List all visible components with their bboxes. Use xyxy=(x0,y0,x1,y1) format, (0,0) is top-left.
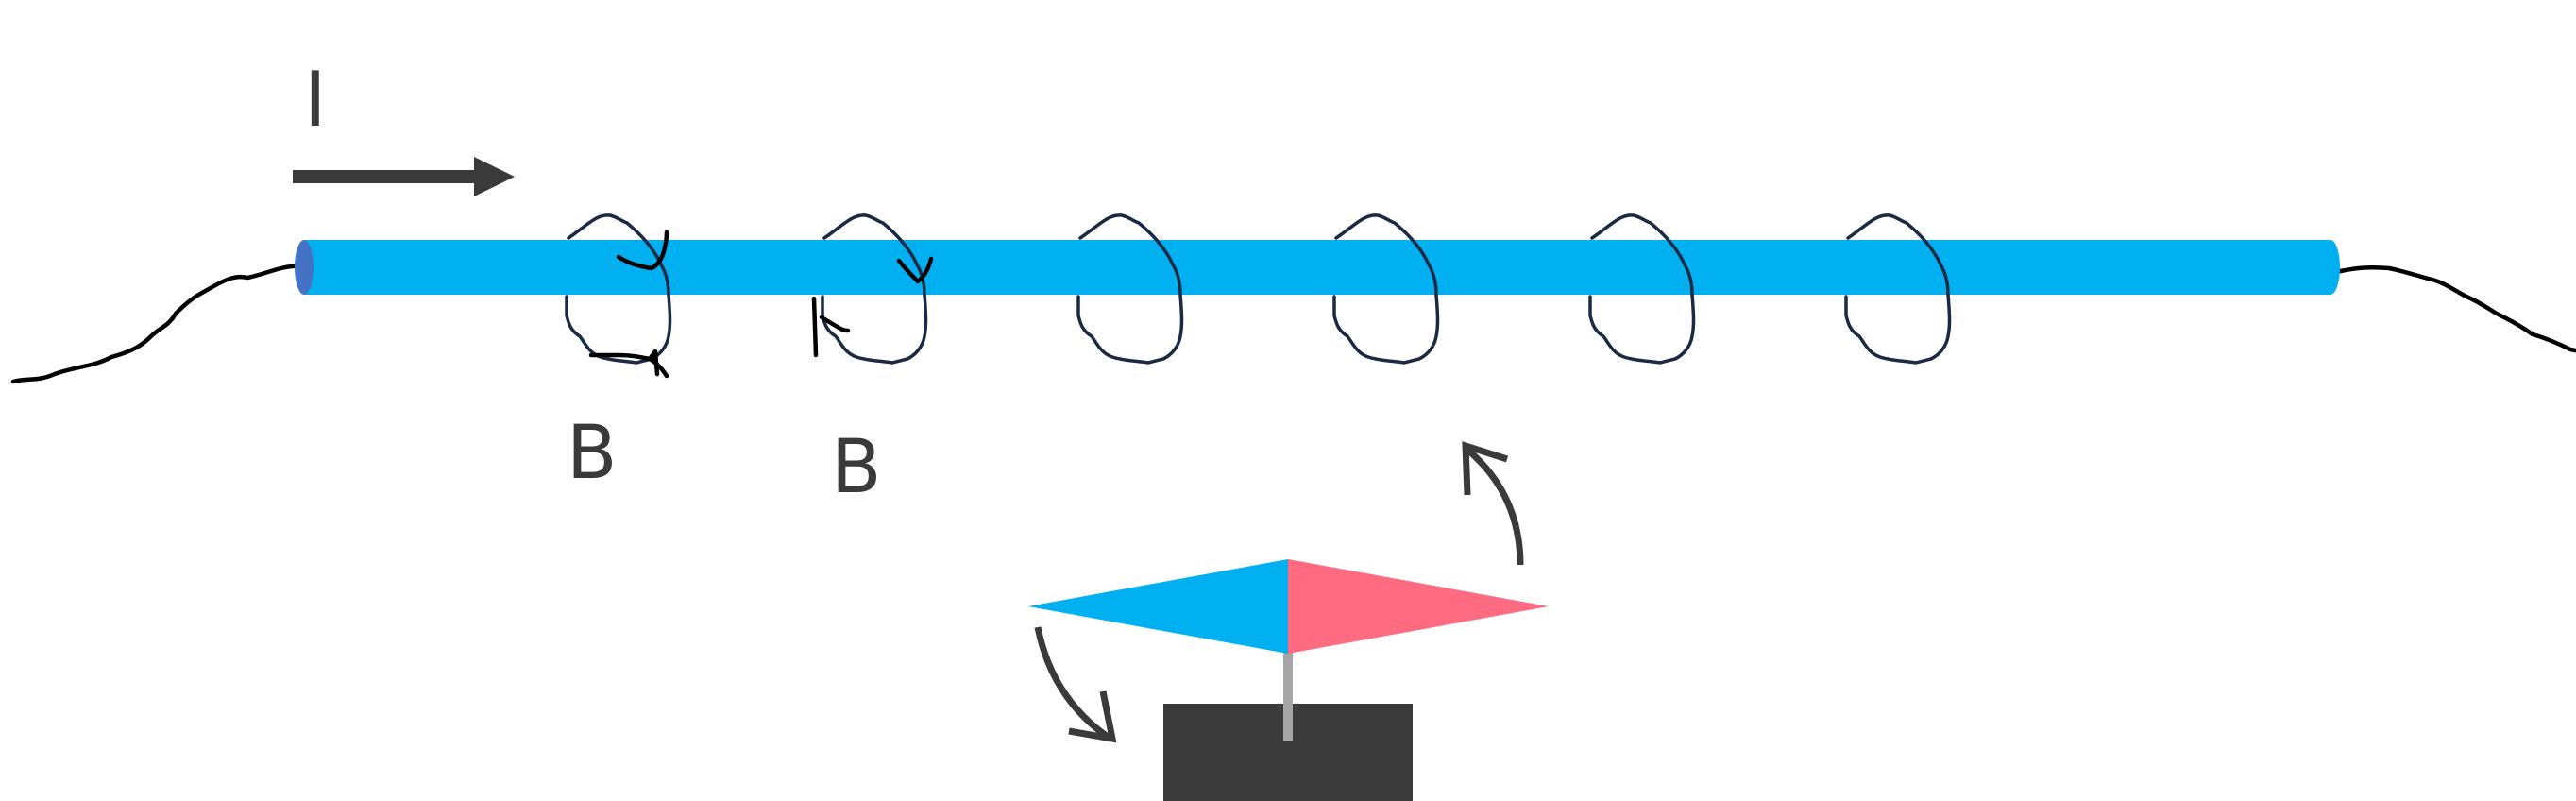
field-loop-back-arc xyxy=(822,213,926,297)
magnetic-field-loops xyxy=(565,213,1952,365)
field-loop-front-arc xyxy=(1332,293,1440,365)
compass-needle-north xyxy=(1288,559,1549,654)
current-label: I xyxy=(304,56,327,144)
field-loop-back-arc xyxy=(567,213,670,297)
field-label-left: B xyxy=(567,411,618,496)
conductor-wire xyxy=(295,240,2340,295)
lead-wire-right xyxy=(2333,264,2576,353)
lead-wire-left xyxy=(10,264,305,384)
compass-needle-south xyxy=(1028,559,1288,654)
compass-pin xyxy=(1283,652,1293,741)
rotation-arrow-right xyxy=(1462,441,1524,566)
field-loop-back-arc xyxy=(1590,213,1694,297)
field-loop-back-arc xyxy=(1334,213,1438,297)
field-label-right: B xyxy=(831,425,882,510)
field-direction-marks xyxy=(588,230,934,379)
conductor-left-end xyxy=(295,240,314,295)
field-loop-front-arc xyxy=(565,293,672,365)
field-loop-front-arc xyxy=(1844,293,1952,365)
field-loop-front-arc xyxy=(1588,293,1696,365)
field-loop-front-arc xyxy=(821,293,928,365)
conductor-right-end xyxy=(2321,240,2340,295)
current-direction-arrow xyxy=(293,157,515,196)
field-loop-back-arc xyxy=(1846,213,1950,297)
field-loop-back-arc xyxy=(1078,213,1182,297)
rotation-arrow-left xyxy=(1034,626,1117,743)
compass xyxy=(1028,559,1549,801)
field-loop-front-arc xyxy=(1076,293,1184,365)
